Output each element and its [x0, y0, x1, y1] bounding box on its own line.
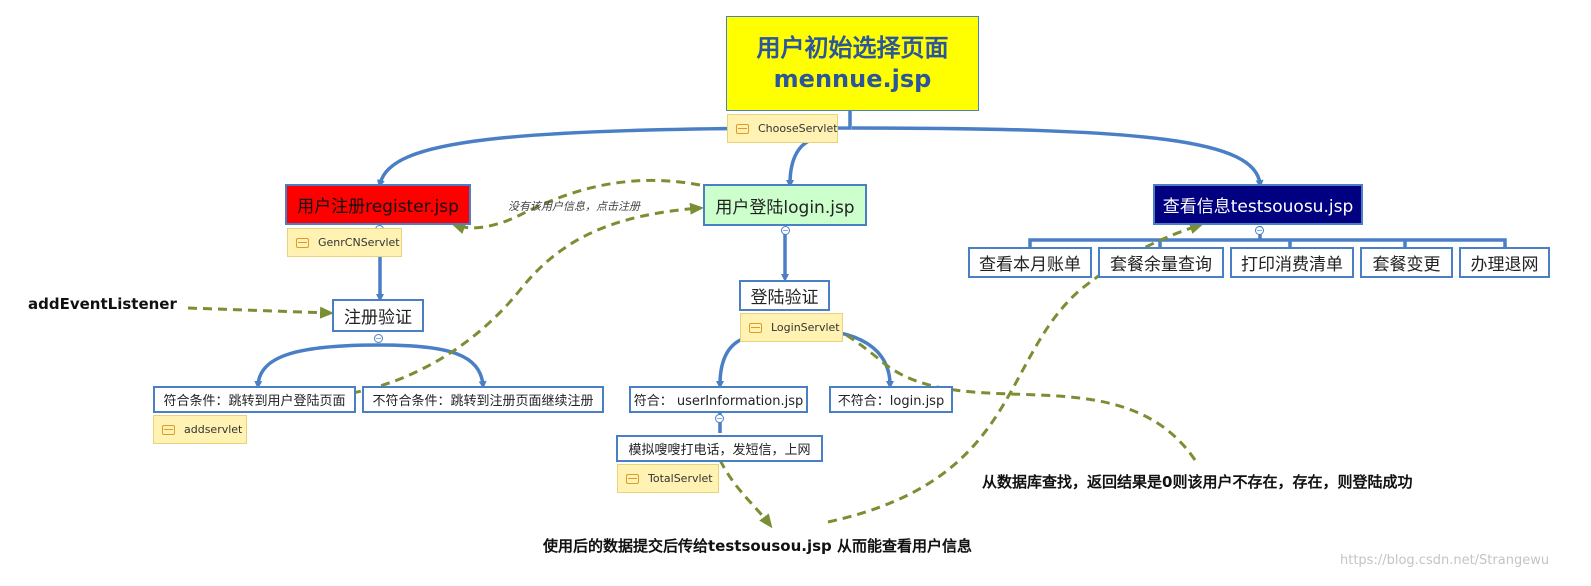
login-verify-node: 登陆验证: [739, 280, 830, 311]
info-label: 查看信息testsouosu.jsp: [1162, 197, 1354, 217]
reg-ok-servlet-note: addservlet: [153, 415, 247, 444]
note-icon: [296, 237, 309, 248]
info-child-change: 套餐变更: [1360, 247, 1453, 278]
reg-fail-node: 不符合条件：跳转到注册页面继续注册: [362, 386, 604, 413]
dashed-ok-to-login: [351, 202, 704, 395]
connector-root-info: [851, 126, 1264, 188]
dashed-listener: [187, 306, 334, 319]
note-icon: [736, 123, 749, 134]
annotation-db-lookup: 从数据库查找，返回结果是0则该用户不存在，存在，则登陆成功: [982, 473, 1413, 491]
info-child-cancel: 办理退网: [1459, 247, 1550, 278]
watermark: https://blog.csdn.net/Strangewu: [1340, 553, 1550, 568]
register-label: 用户注册register.jsp: [297, 197, 459, 217]
connector-info-bracket: [1028, 226, 1507, 248]
root-servlet-note: ChooseServlet: [727, 114, 838, 143]
login-fail-node: 不符合：login.jsp: [829, 386, 953, 413]
simulate-node: 模拟嗖嗖打电话，发短信，上网: [616, 435, 823, 462]
note-icon: [626, 473, 639, 484]
login-label: 用户登陆login.jsp: [715, 197, 855, 218]
register-node: 用户注册register.jsp: [285, 184, 471, 225]
connector-root-login: [786, 136, 821, 188]
root-servlet: ChooseServlet: [758, 122, 838, 135]
simulate-servlet-note: TotalServlet: [617, 464, 719, 493]
info-node: 查看信息testsouosu.jsp: [1153, 184, 1363, 225]
connector-verify-ok: [254, 343, 381, 389]
login-node: 用户登陆login.jsp: [703, 184, 867, 226]
dashed-to-register: [451, 178, 701, 234]
login-verify-servlet-note: LoginServlet: [740, 313, 843, 342]
info-child-print: 打印消费清单: [1230, 247, 1354, 278]
note-icon: [749, 322, 762, 333]
note-icon: [162, 424, 175, 435]
connector-verify-fail: [379, 343, 487, 389]
root-file: mennue.jsp: [773, 64, 932, 93]
connector-lverify-ok: [716, 336, 746, 389]
dashed-simulate-down: [718, 459, 773, 529]
info-child-bill: 查看本月账单: [968, 247, 1092, 278]
login-ok-node: 符合： userInformation.jsp: [629, 386, 808, 413]
collapse-icon[interactable]: −: [1255, 226, 1264, 235]
collapse-icon[interactable]: −: [781, 226, 790, 235]
collapse-icon[interactable]: −: [374, 334, 383, 343]
root-title: 用户初始选择页面: [756, 33, 949, 62]
annotation-submit: 使用后的数据提交后传给testsousou.jsp 从而能查看用户信息: [543, 537, 972, 555]
dashed-submit-to-info: [827, 222, 1204, 524]
register-servlet-note: GenrCNServlet: [287, 228, 402, 257]
annotation-event-listener: addEventListener: [28, 295, 177, 313]
info-child-balance: 套餐余量查询: [1098, 247, 1224, 278]
collapse-icon[interactable]: −: [715, 414, 724, 423]
annotation-no-user: 没有该用户信息，点击注册: [508, 200, 640, 213]
register-servlet: GenrCNServlet: [318, 236, 400, 249]
reg-verify-node: 注册验证: [332, 299, 424, 332]
root-node: 用户初始选择页面 mennue.jsp: [726, 16, 979, 111]
reg-ok-node: 符合条件：跳转到用户登陆页面: [153, 386, 356, 413]
